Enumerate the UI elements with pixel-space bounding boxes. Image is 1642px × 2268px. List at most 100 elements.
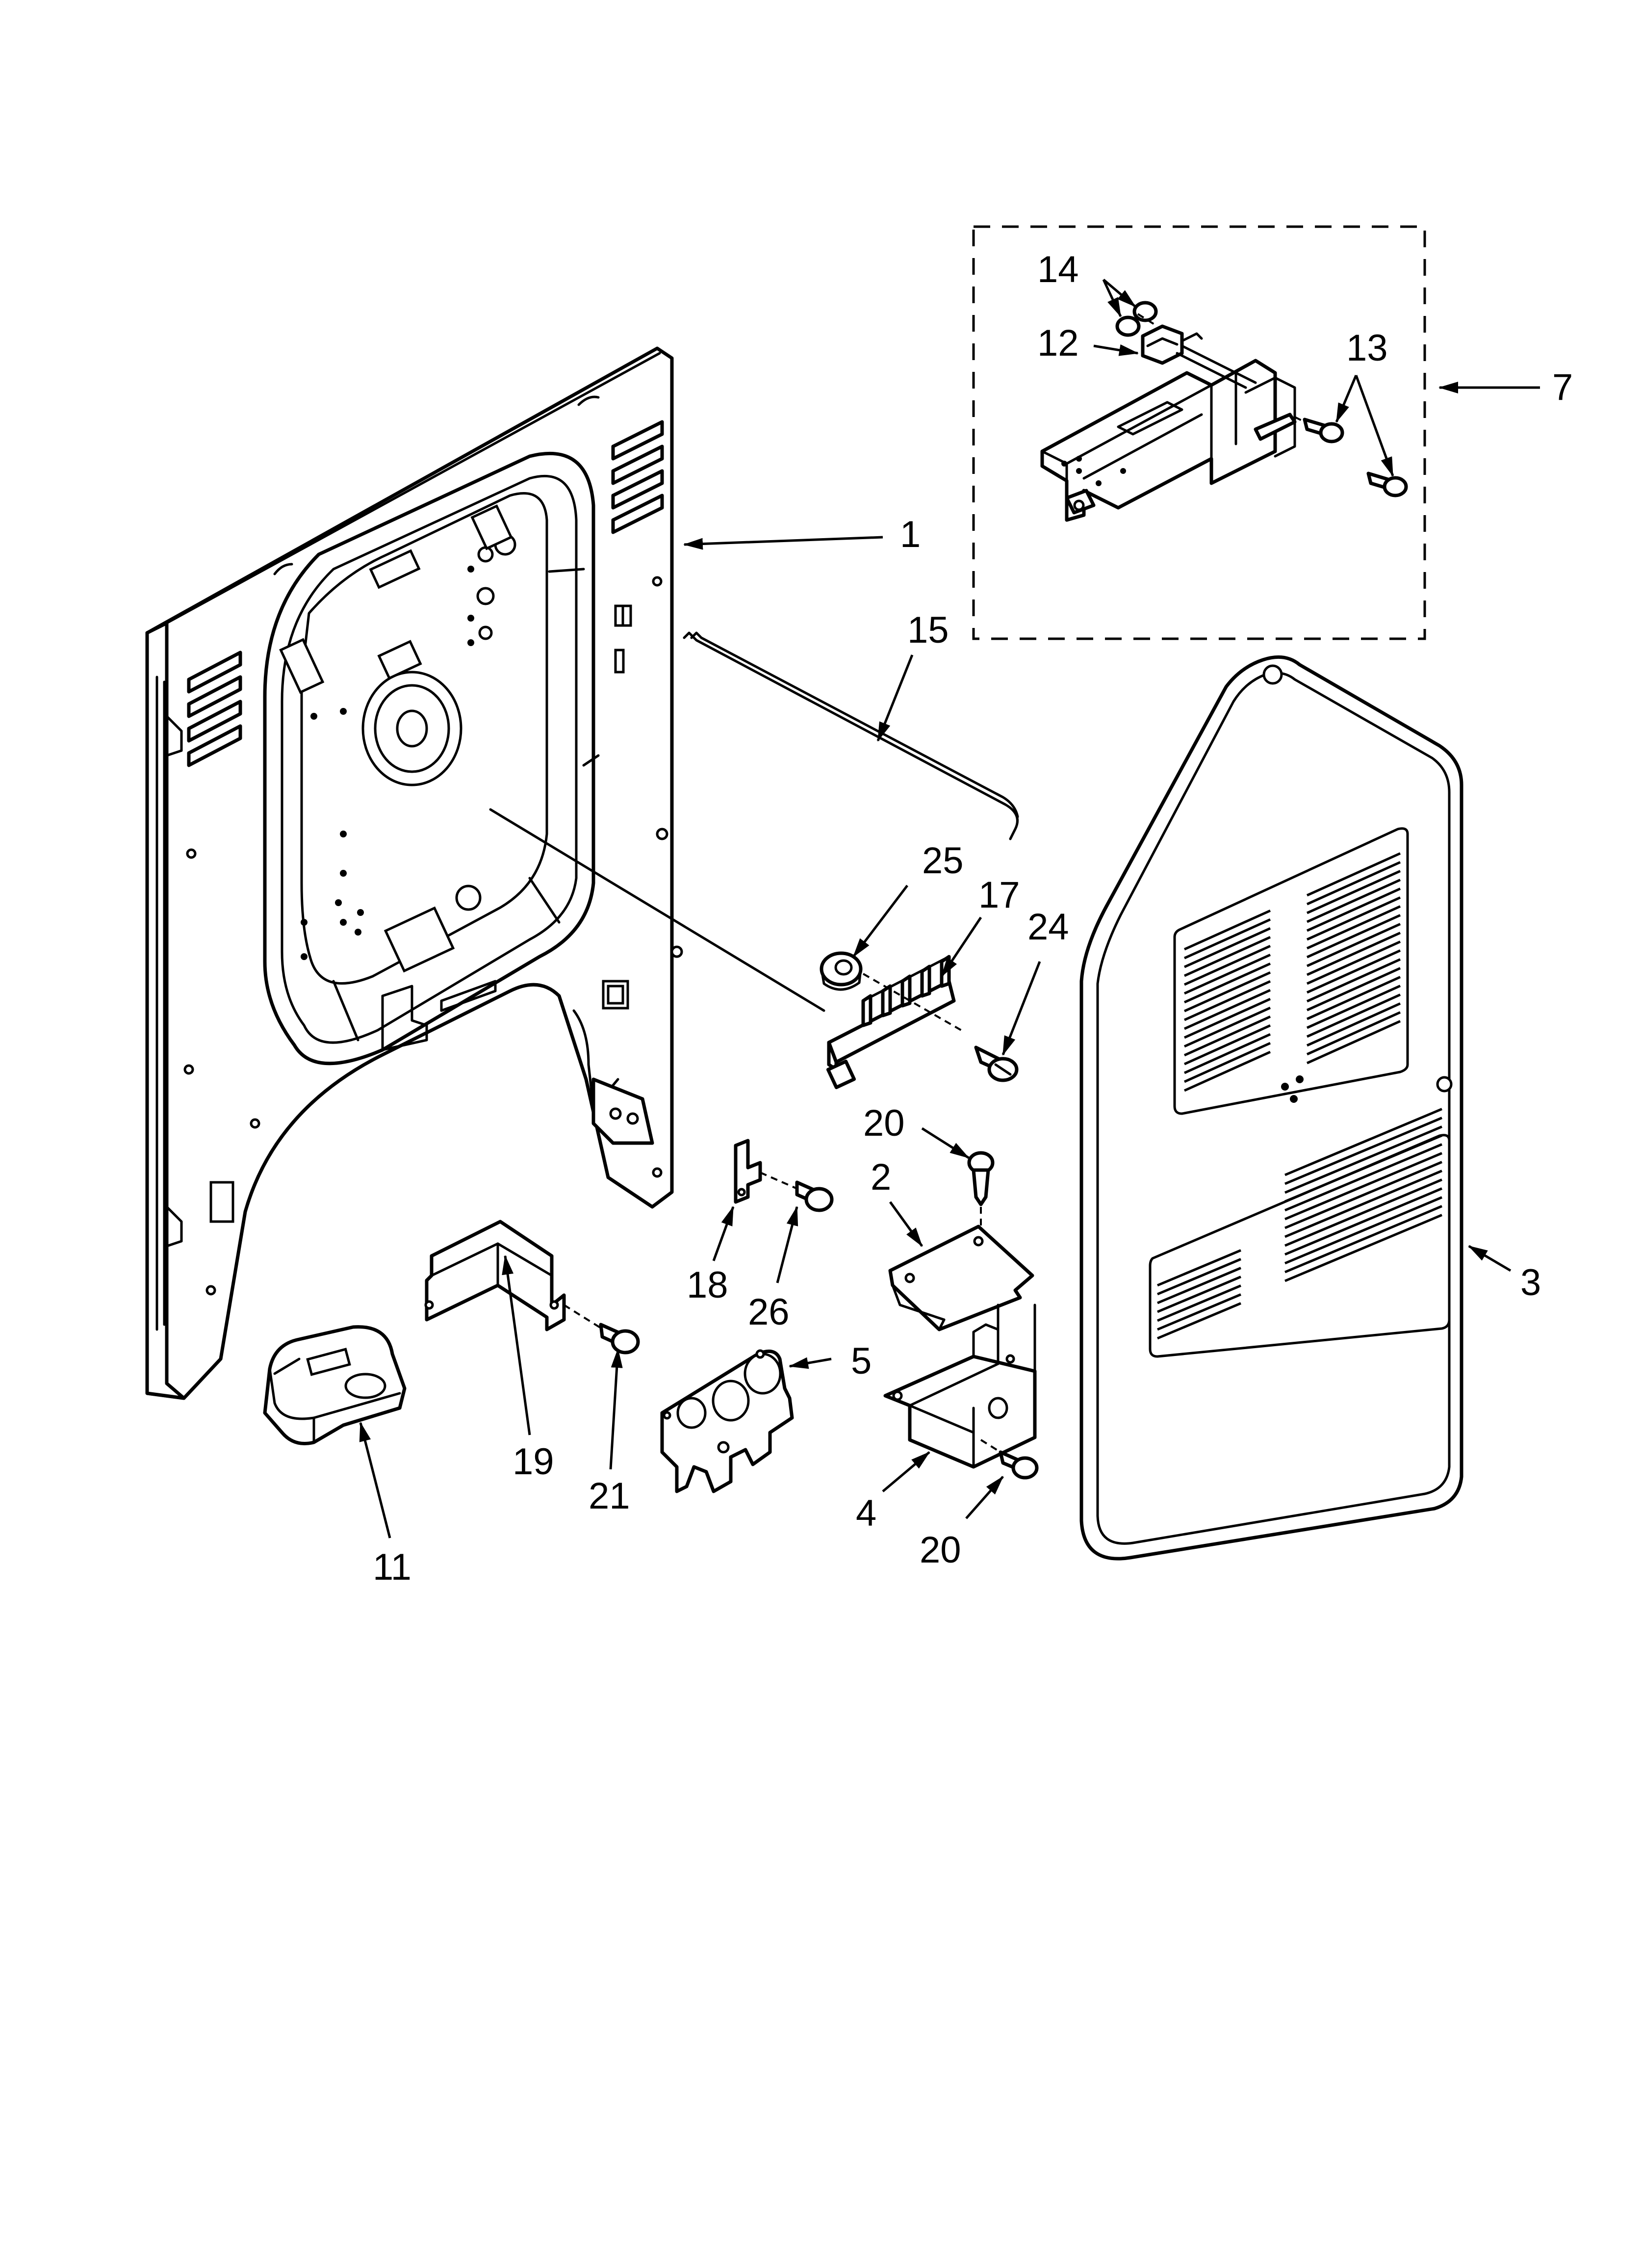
callout-12: 12: [1037, 322, 1079, 364]
vent-hatch-line: [1183, 989, 1271, 1030]
vent-hatch-line: [1284, 1143, 1442, 1212]
vent-hatch-line: [1306, 879, 1401, 923]
vent-hatch-line: [1183, 953, 1271, 995]
vent-hatch-line: [1284, 1214, 1442, 1282]
vent-hatch-line: [1284, 1170, 1442, 1238]
vent-hatch-line: [1284, 1196, 1442, 1265]
bracket-box-part-4: [883, 1303, 1037, 1469]
vent-hatch-line: [1284, 1108, 1442, 1176]
cover-plate-part-2: [888, 1225, 1034, 1331]
vent-hatch-line: [1183, 909, 1271, 951]
vent-hatch-upper: [1183, 852, 1401, 1092]
vent-hatch-line: [1183, 936, 1271, 977]
callout-15: 15: [907, 609, 949, 651]
vent-hatch-line: [1306, 852, 1401, 897]
callout-2: 2: [871, 1156, 891, 1198]
callout-5: 5: [851, 1340, 872, 1382]
side-panel-part-3: [1079, 655, 1463, 1561]
vent-hatch-line: [1183, 1024, 1271, 1066]
vent-hatch-line: [1183, 927, 1271, 968]
leader-lines: [359, 279, 1540, 1538]
vent-hatch-line: [1183, 980, 1271, 1021]
vent-hatch-line: [1183, 1042, 1271, 1083]
screw-part-24: [974, 1045, 1019, 1082]
support-rod-part-15: [683, 631, 1019, 840]
vent-hatch-line: [1306, 1002, 1401, 1047]
callout-3: 3: [1520, 1262, 1541, 1303]
vent-hatch-line: [1306, 914, 1401, 959]
vent-hatch-line: [1183, 997, 1271, 1039]
vent-hatch-line: [1183, 1015, 1271, 1057]
vent-hatch-line: [1183, 1033, 1271, 1074]
vent-hatch-lower: [1157, 1108, 1442, 1340]
clip-part-18: [734, 1139, 800, 1204]
callout-21: 21: [589, 1475, 630, 1517]
vent-hatch-line: [1306, 967, 1401, 1012]
callout-20-lower: 20: [920, 1529, 961, 1571]
vent-hatch-line: [1306, 1020, 1401, 1065]
vent-hatch-line: [1306, 932, 1401, 976]
nut-part-25: [820, 951, 863, 991]
vent-hatch-line: [1183, 1006, 1271, 1048]
vent-hatch-line: [1183, 944, 1271, 986]
callout-26: 26: [748, 1291, 790, 1333]
callout-24: 24: [1027, 906, 1069, 948]
screw-part-20-lower: [980, 1439, 1039, 1480]
callout-19: 19: [513, 1441, 554, 1483]
vent-hatch-line: [1157, 1293, 1241, 1331]
callout-1: 1: [900, 514, 921, 555]
vent-hatch-line: [1306, 905, 1401, 950]
vent-hatch-line: [1157, 1258, 1241, 1296]
vent-hatch-line: [1183, 918, 1271, 960]
shield-bracket-part-19: [424, 1220, 604, 1331]
vent-hatch-line: [1183, 971, 1271, 1013]
vent-hatch-line: [1306, 1011, 1401, 1056]
callout-25: 25: [922, 840, 964, 882]
burner-base-part-11: [263, 1325, 407, 1445]
screw-part-21: [599, 1323, 640, 1355]
vent-hatch-line: [1284, 1205, 1442, 1274]
vent-slots-left: [187, 651, 242, 767]
vent-hatch-line: [1284, 1161, 1442, 1229]
bracket-assembly-part-7: [972, 225, 1426, 640]
callout-17: 17: [978, 874, 1020, 916]
vent-hatch-line: [1284, 1152, 1442, 1221]
vent-hatch-line: [1284, 1178, 1442, 1247]
vent-hatch-line: [1306, 976, 1401, 1020]
vent-hatch-line: [1306, 993, 1401, 1038]
terminal-block-part-17: [826, 955, 962, 1090]
callout-4: 4: [856, 1492, 876, 1534]
vent-hatch-line: [1284, 1134, 1442, 1203]
vent-hatch-line: [1306, 949, 1401, 994]
callout-labels: 1 2 3 4 5 7 11 12 13 14 15 17 18 19 20 2…: [373, 249, 1573, 1588]
rear-panel-part-1: [145, 346, 825, 1400]
vent-hatch-line: [1183, 962, 1271, 1004]
callout-13: 13: [1346, 327, 1388, 369]
burner-plate-part-5: [660, 1349, 794, 1493]
screw-part-26: [795, 1180, 834, 1212]
screw-part-20-upper: [967, 1151, 995, 1241]
vent-hatch-line: [1284, 1125, 1442, 1194]
callout-11: 11: [373, 1546, 411, 1588]
vent-hatch-line: [1306, 870, 1401, 914]
vent-hatch-line: [1183, 1050, 1271, 1092]
callout-7: 7: [1552, 366, 1573, 408]
vent-hatch-line: [1306, 887, 1401, 932]
vent-hatch-line: [1157, 1249, 1241, 1287]
vent-hatch-line: [1284, 1187, 1442, 1256]
vent-slots-upper-right: [611, 420, 664, 534]
vent-hatch-line: [1306, 985, 1401, 1029]
vent-hatch-line: [1157, 1284, 1241, 1322]
vent-hatch-line: [1306, 958, 1401, 1003]
vent-hatch-line: [1306, 861, 1401, 906]
vent-hatch-line: [1157, 1267, 1241, 1304]
vent-hatch-line: [1284, 1117, 1442, 1185]
vent-hatch-line: [1157, 1302, 1241, 1340]
callout-14: 14: [1037, 249, 1079, 290]
callout-18: 18: [687, 1264, 728, 1306]
vent-hatch-line: [1306, 940, 1401, 985]
vent-hatch-line: [1306, 923, 1401, 967]
vent-hatch-line: [1157, 1276, 1241, 1313]
vent-hatch-line: [1306, 896, 1401, 941]
